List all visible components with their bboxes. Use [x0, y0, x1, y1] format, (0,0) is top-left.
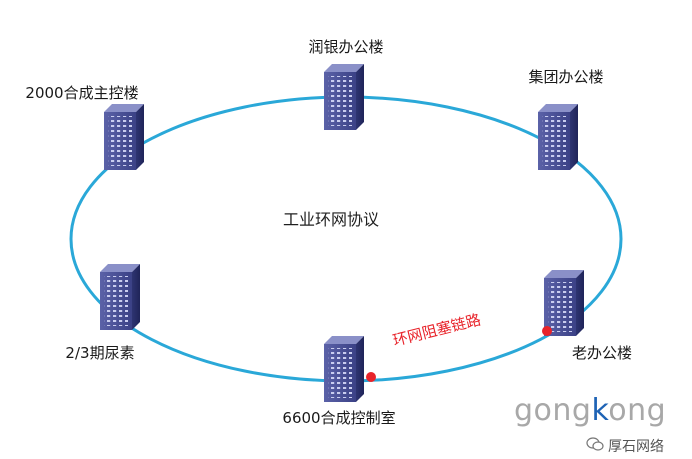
- watermark-name: 厚石网络: [608, 439, 664, 455]
- node-label-runyin: 润银办公楼: [308, 38, 384, 56]
- node-label-ctrl6600: 6600合成控制室: [282, 409, 396, 427]
- watermark-brand-suffix: ong: [608, 393, 667, 428]
- center-protocol-label: 工业环网协议: [283, 210, 380, 229]
- blocked-link-endpoint-right: [542, 326, 552, 336]
- node-label-group: 集团办公楼: [528, 68, 604, 86]
- chat-bubble-icon: [586, 437, 604, 451]
- watermark-brand: gongkong: [514, 393, 666, 428]
- blocked-link-endpoint-left: [366, 372, 376, 382]
- watermark-brand-prefix: gong: [514, 393, 592, 428]
- watermark-brand-accent: k: [591, 393, 609, 428]
- node-label-main2000: 2000合成主控楼: [25, 84, 139, 102]
- server-icon-group: [538, 104, 578, 170]
- server-icon-main2000: [104, 104, 144, 170]
- server-icon-runyin: [324, 64, 364, 130]
- node-label-urea: 2/3期尿素: [65, 344, 135, 362]
- server-icon-old: [544, 270, 584, 336]
- node-label-old: 老办公楼: [571, 344, 632, 362]
- server-icon-urea: [100, 264, 140, 330]
- server-icon-ctrl6600: [324, 336, 364, 402]
